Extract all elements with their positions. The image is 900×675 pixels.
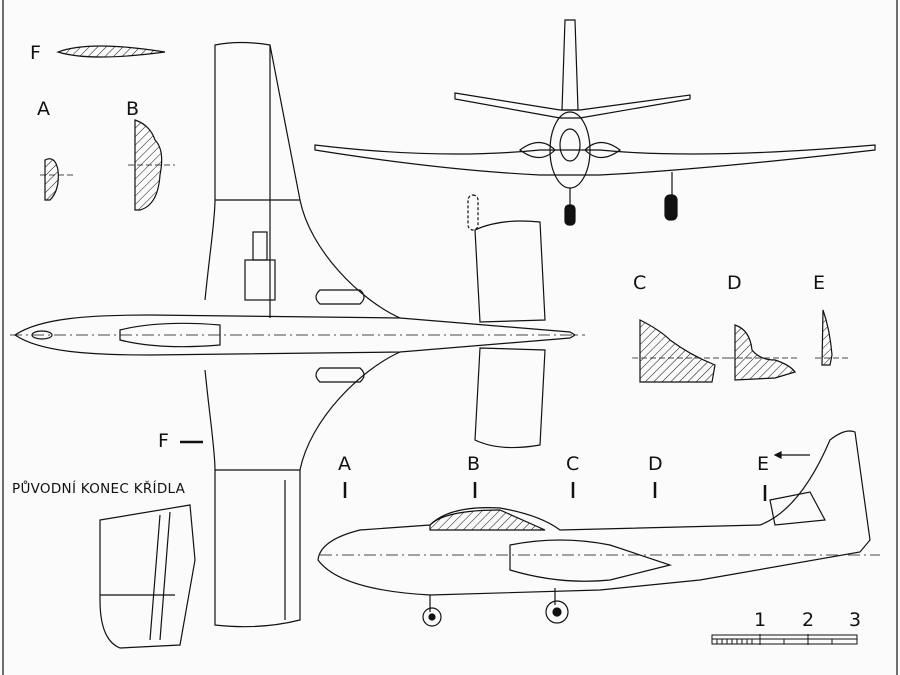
section-label-D: D [727,272,742,294]
side-main-wheel [545,600,569,624]
section-E [821,309,833,366]
marker-label-C: C [566,453,580,475]
wingtip-caption: PŮVODNÍ KONEC KŘÍDLA [12,481,186,497]
marker-label-D: D [648,453,663,475]
front-wing [314,144,876,176]
section-label-C: C [633,272,647,294]
scale-label-1: 1 [754,609,767,631]
marker-label-B: B [467,453,481,475]
front-fin [561,19,579,111]
section-label-B: B [126,98,140,120]
marker-label-A: A [338,453,351,475]
plan-tailplane-lower [474,347,546,449]
section-label-A: A [37,98,50,120]
marker-label-F: F [158,430,169,452]
plan-view [10,41,585,628]
plan-wing-upper [204,41,401,319]
station-marks [180,440,767,501]
section-label-E: E [813,272,826,294]
side-canopy [429,509,546,531]
front-view [314,19,876,226]
section-A [44,158,59,201]
wingtip-detail [99,504,196,649]
section-D [734,324,796,381]
scale-label-3: 3 [849,609,862,631]
scale-bar [711,634,858,645]
section-C [639,319,716,383]
plan-wing-lower [204,351,401,628]
plan-fuselage [13,314,577,356]
side-nose-wheel [422,607,442,627]
scale-label-2: 2 [802,609,815,631]
marker-label-E: E [757,453,770,475]
plan-tailplane-upper [474,220,546,323]
side-view [317,430,880,627]
front-tailplane [454,92,691,119]
side-wing [509,539,673,582]
section-F [56,45,166,58]
section-label-F: F [30,42,41,64]
